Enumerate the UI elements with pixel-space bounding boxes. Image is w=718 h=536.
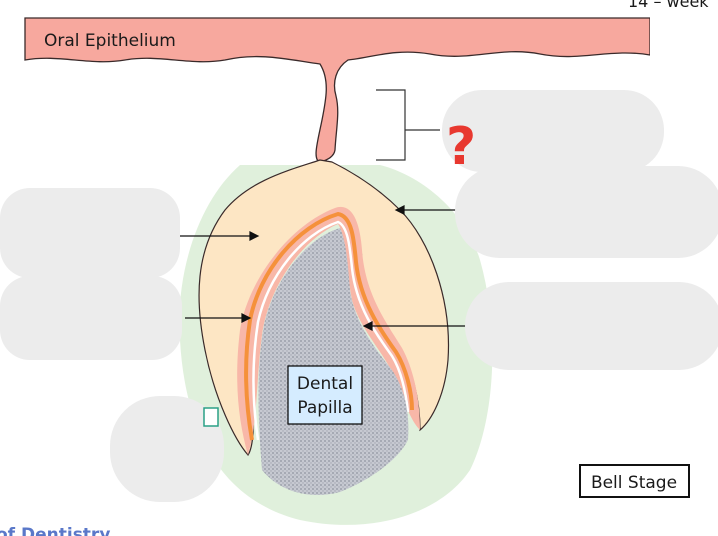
ameloblast-layer [244,211,414,441]
corner-panel [650,0,718,84]
predentin-line [252,220,410,441]
inner-enamel-epithelium [237,206,420,455]
bell-stage-label: Bell Stage [591,473,677,493]
dental-lamina-bracket [376,89,440,161]
partial-label-box [203,407,219,427]
oral-epithelium-label: Oral Epithelium [44,31,176,51]
dental-papilla-label-line1: Dental [297,374,353,394]
dental-papilla [258,228,409,496]
corner-text: 14 – week [628,0,709,11]
hidden-label-masks [0,90,718,502]
bell-stage-box [579,464,690,498]
dental-papilla-label-box [287,365,363,425]
oral-epithelium [24,17,651,163]
question-mark: ? [446,117,476,177]
annotation-arrows [180,205,468,331]
footer-partial-text: of Dentistry [0,525,110,536]
dental-papilla-label-line2: Papilla [297,398,352,418]
